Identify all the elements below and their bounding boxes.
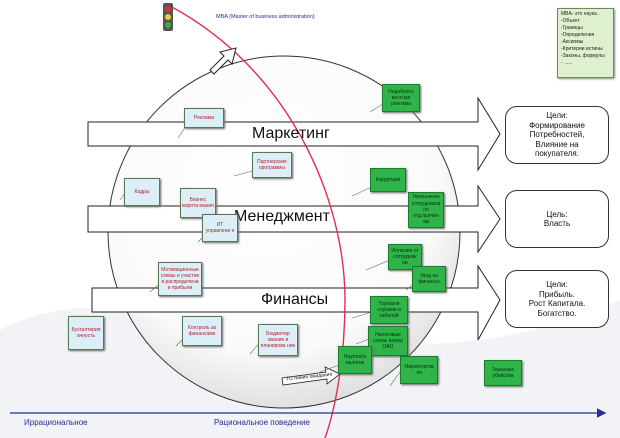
band-arrow-marketing bbox=[87, 96, 501, 172]
note-line: -Определения bbox=[561, 32, 595, 38]
goal-line: Цель: bbox=[546, 209, 568, 219]
goal-line: покупателя. bbox=[535, 149, 579, 159]
goal-line: Влияние на bbox=[535, 139, 579, 149]
sticky-bad-financing: Увод на финансы bbox=[412, 266, 446, 292]
sticky-staff-dismissal: Увольнение сотрудников по отд.причин ам bbox=[408, 192, 444, 228]
goal-line: Формирование bbox=[529, 120, 585, 130]
rational-boundary-curve bbox=[169, 5, 346, 438]
sticky-trade-deals: Торговля слухами и кабалой bbox=[370, 296, 408, 324]
sticky-budget: Бюджетир ование и планирова ние bbox=[258, 324, 298, 356]
band-arrow-management bbox=[87, 184, 501, 254]
growth-arrow bbox=[209, 47, 237, 75]
goal-line: Потребностей, bbox=[529, 130, 585, 140]
diagram-title: MBA (Master of business administration) bbox=[216, 14, 315, 20]
note-line: -Объект bbox=[561, 18, 580, 24]
goal-line: Власть bbox=[543, 219, 571, 228]
sticky-accounting: Бухгалтерия ачность bbox=[68, 316, 104, 350]
sticky-drug-trade: Наркоторгов ля bbox=[400, 356, 438, 384]
sticky-unfair-ads: Недобросо вестная реклама bbox=[382, 84, 420, 112]
sticky-motivation: Мотивационные схемы и участие в распреде… bbox=[158, 262, 202, 296]
sticky-hiding-info: Иллюзия от сотрудник ов bbox=[388, 244, 422, 270]
goal-line: Прибыль. bbox=[538, 289, 576, 299]
expectation-arrow bbox=[281, 366, 341, 386]
axis-label-irrational: Иррациональное bbox=[24, 418, 88, 427]
sticky-advertising: Реклама bbox=[184, 108, 224, 128]
note-line: -Законы, формулы bbox=[561, 53, 605, 59]
axis-label-rational: Рациональное поведение bbox=[214, 418, 310, 427]
goal-line: Цели: bbox=[546, 280, 568, 289]
goal-line: Цели: bbox=[546, 111, 568, 121]
sticky-finance-control: Контроль за финансами bbox=[182, 316, 222, 346]
note-line: -Аксиомы bbox=[561, 39, 584, 45]
sticky-partner-programs: Партнерские программы bbox=[252, 152, 292, 178]
note-line: -Границы bbox=[561, 25, 583, 31]
mba-definition-note: MBA- это наука .-Объект-Границы-Определе… bbox=[557, 8, 614, 78]
sticky-tax-schemes: Налоговые схемы вокруг ОАО bbox=[368, 326, 408, 356]
sticky-it-management: ИТ управлени е bbox=[202, 214, 238, 242]
band-label-marketing: Маркетинг bbox=[252, 125, 330, 142]
goal-box-management: Цель:Власть bbox=[505, 190, 609, 248]
note-line: - ...... bbox=[561, 60, 573, 66]
band-arrow-finance bbox=[91, 264, 501, 341]
traffic-light-icon bbox=[163, 3, 173, 31]
note-line: MBA- это наука . bbox=[561, 11, 600, 17]
sticky-tax-evasion: Неуплата налогов bbox=[338, 346, 372, 374]
sticky-personnel: Кадры bbox=[124, 178, 160, 206]
goal-box-finance: Цели:Прибыль.Рост Капитала.Богатство. bbox=[505, 270, 609, 328]
band-label-management: Менеджмент bbox=[234, 208, 330, 225]
note-line: -Критерии истины bbox=[561, 46, 603, 52]
sticky-corruption: Коррупция bbox=[370, 168, 406, 192]
sticky-contract-killings: Заказные убийства bbox=[484, 360, 522, 386]
goal-line: Богатство. bbox=[537, 308, 577, 318]
goal-line: Рост Капитала. bbox=[528, 299, 586, 308]
band-label-finance: Финансы bbox=[261, 291, 329, 308]
sticky-business-processes: Бизнес ворота мания bbox=[180, 188, 216, 218]
